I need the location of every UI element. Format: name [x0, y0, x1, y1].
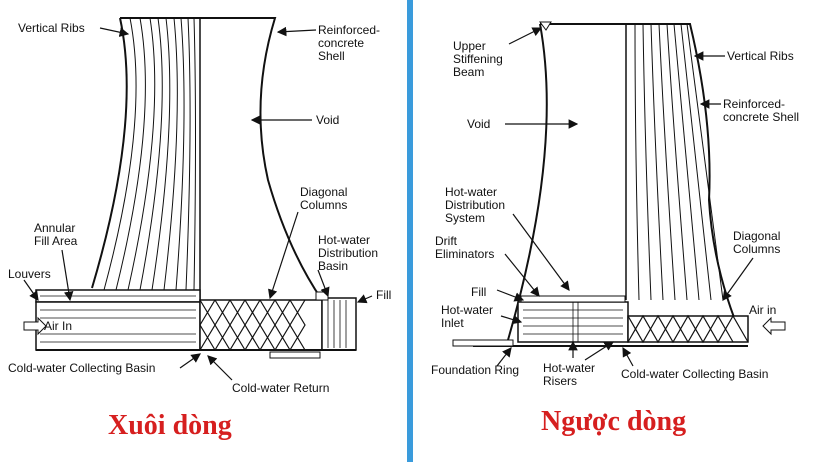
void-label: Void — [316, 113, 340, 127]
crossflow-tower-panel: Vertical Ribs Reinforced- concrete Shell… — [8, 17, 392, 441]
counterflow-tower-panel: Upper Stiffening Beam Vertical Ribs Rein… — [413, 0, 814, 462]
cold-water-basin-label: Cold-water Collecting Basin — [8, 361, 156, 375]
fill-label: Fill — [376, 288, 392, 302]
air-in-label: Air In — [44, 319, 73, 333]
louvers-label: Louvers — [8, 267, 51, 281]
hot-water-risers-label: Hot-water Risers — [543, 361, 596, 388]
upper-beam-label: Upper Stiffening Beam — [453, 39, 503, 79]
vertical-ribs-label: Vertical Ribs — [727, 49, 794, 63]
diagonal-columns-label: Diagonal Columns — [733, 229, 781, 256]
panel-divider — [407, 0, 413, 462]
counterflow-caption: Ngược dòng — [541, 406, 687, 437]
hot-water-system-label: Hot-water Distribution System — [445, 185, 506, 225]
diagonal-columns-label: Diagonal Columns — [300, 185, 348, 212]
fill-label: Fill — [471, 285, 487, 299]
crossflow-tower-drawing — [23, 17, 373, 381]
cold-water-basin-label: Cold-water Collecting Basin — [621, 367, 769, 381]
cold-water-return-label: Cold-water Return — [232, 381, 330, 395]
hot-water-basin-label: Hot-water Distribution Basin — [318, 233, 379, 273]
counterflow-tower-drawing — [452, 21, 786, 367]
air-in-label: Air in — [749, 303, 777, 317]
shell-label: Reinforced- concrete Shell — [318, 23, 381, 63]
drift-eliminators-label: Drift Eliminators — [435, 234, 495, 261]
foundation-ring-label: Foundation Ring — [431, 363, 520, 377]
vertical-ribs-label: Vertical Ribs — [18, 21, 85, 35]
crossflow-caption: Xuôi dòng — [108, 410, 232, 441]
hot-water-inlet-label: Hot-water Inlet — [441, 303, 494, 330]
void-label: Void — [467, 117, 491, 131]
annular-fill-area-label: Annular Fill Area — [34, 221, 78, 248]
shell-label: Reinforced- concrete Shell — [723, 97, 800, 124]
